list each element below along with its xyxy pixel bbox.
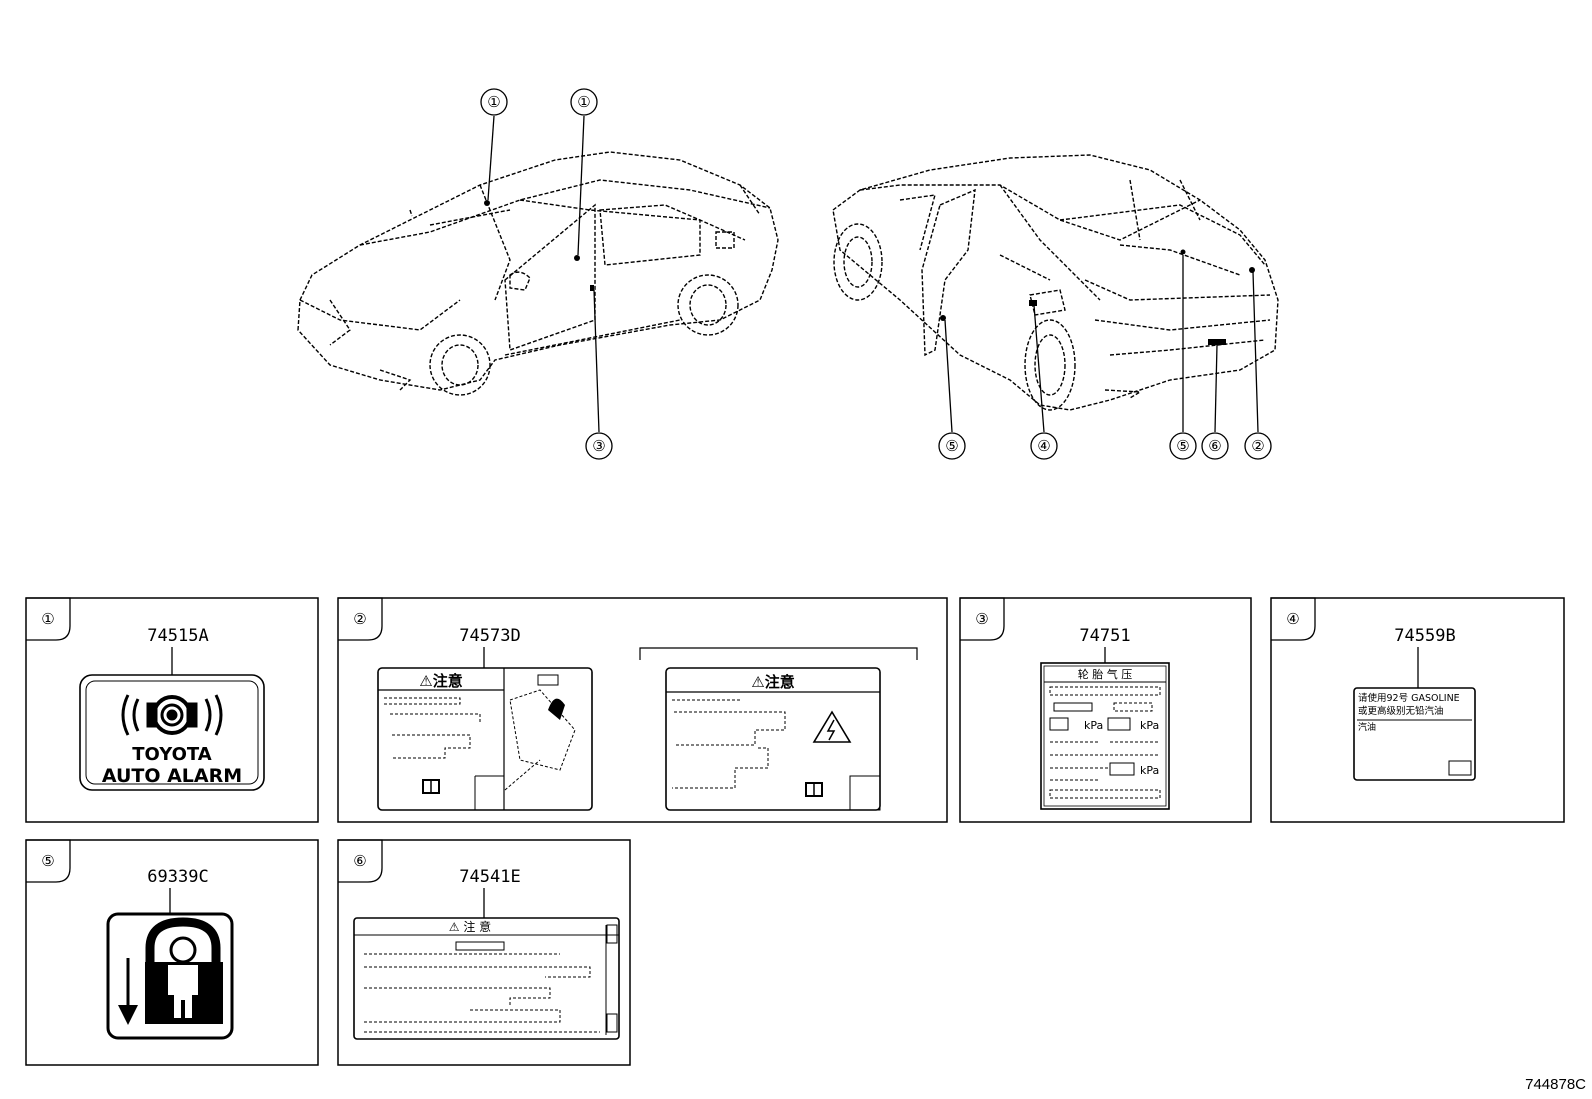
- callout-circle: ⑤: [1169, 432, 1197, 460]
- callout-circle: ⑤: [938, 432, 966, 460]
- svg-text:74541E: 74541E: [459, 867, 520, 887]
- callout-circle: ②: [1244, 432, 1272, 460]
- svg-text:③: ③: [975, 610, 988, 628]
- svg-text:kPa: kPa: [1140, 719, 1159, 732]
- svg-text:69339C: 69339C: [147, 867, 208, 887]
- diagram-code: 744878C: [1525, 1076, 1586, 1093]
- svg-text:74573D: 74573D: [459, 626, 520, 646]
- alarm-sound-icon: [121, 694, 223, 736]
- svg-text:TOYOTA: TOYOTA: [132, 744, 212, 765]
- svg-text:⑤: ⑤: [41, 852, 54, 870]
- panel-4-fuel-label: ④ 74559B 请使用92号 GASOLINE 或更高级别无铅汽油 汽油: [1270, 597, 1565, 823]
- electric-warning-icon: [812, 710, 852, 743]
- svg-text:74515A: 74515A: [147, 626, 208, 646]
- svg-text:AUTO ALARM: AUTO ALARM: [102, 765, 242, 787]
- panel-3-tire-pressure-label: ③ 74751 轮 胎 气 压 kPa kPa kPa: [959, 597, 1252, 823]
- svg-text:74751: 74751: [1079, 626, 1130, 646]
- callout-circle: ①: [570, 88, 598, 116]
- callout-leaders: [487, 115, 1259, 433]
- caution-sticker-electric: ⚠注意: [665, 667, 881, 811]
- svg-text:④: ④: [1037, 437, 1050, 455]
- rear-car-markers: [940, 249, 1255, 345]
- svg-text:轮 胎 气 压: 轮 胎 气 压: [1078, 667, 1133, 681]
- svg-text:⑥: ⑥: [353, 852, 366, 870]
- child-lock-icon: [118, 917, 223, 1025]
- caution-sticker-fuel: ⚠注意: [377, 667, 593, 811]
- svg-text:⑤: ⑤: [945, 437, 958, 455]
- svg-text:②: ②: [1251, 437, 1264, 455]
- svg-text:⑤: ⑤: [1176, 437, 1189, 455]
- svg-text:⚠ 注 意: ⚠ 注 意: [449, 919, 491, 934]
- svg-text:⚠注意: ⚠注意: [419, 672, 462, 690]
- panel-6-caution-label: ⑥ 74541E ⚠ 注 意: [337, 839, 631, 1066]
- panel-5-child-lock-label: ⑤ 69339C: [25, 839, 319, 1066]
- svg-text:①: ①: [487, 93, 500, 111]
- front-car-illustration: [297, 151, 779, 396]
- svg-text:汽油: 汽油: [1358, 721, 1376, 733]
- callout-circle: ①: [480, 88, 508, 116]
- rear-car-illustration: [832, 154, 1279, 411]
- callout-circle: ④: [1030, 432, 1058, 460]
- svg-text:④: ④: [1286, 610, 1299, 628]
- front-car-markers: [484, 200, 594, 291]
- panel-2-caution-labels: ② 74573D ⚠注意: [337, 597, 948, 823]
- svg-text:或更高级别无铅汽油: 或更高级别无铅汽油: [1358, 705, 1444, 717]
- svg-text:③: ③: [592, 437, 605, 455]
- svg-text:①: ①: [577, 93, 590, 111]
- svg-text:⑥: ⑥: [1208, 437, 1221, 455]
- svg-text:74559B: 74559B: [1394, 626, 1455, 646]
- svg-text:②: ②: [353, 610, 366, 628]
- svg-text:①: ①: [41, 610, 54, 628]
- callout-circle: ⑥: [1201, 432, 1229, 460]
- svg-text:⚠注意: ⚠注意: [751, 673, 794, 691]
- svg-text:kPa: kPa: [1140, 764, 1159, 777]
- svg-text:kPa: kPa: [1084, 719, 1103, 732]
- svg-text:请使用92号 GASOLINE: 请使用92号 GASOLINE: [1358, 692, 1460, 704]
- callout-circle: ③: [585, 432, 613, 460]
- panel-1-alarm-label: ① 74515A TOYOTA AUTO ALARM: [25, 597, 319, 823]
